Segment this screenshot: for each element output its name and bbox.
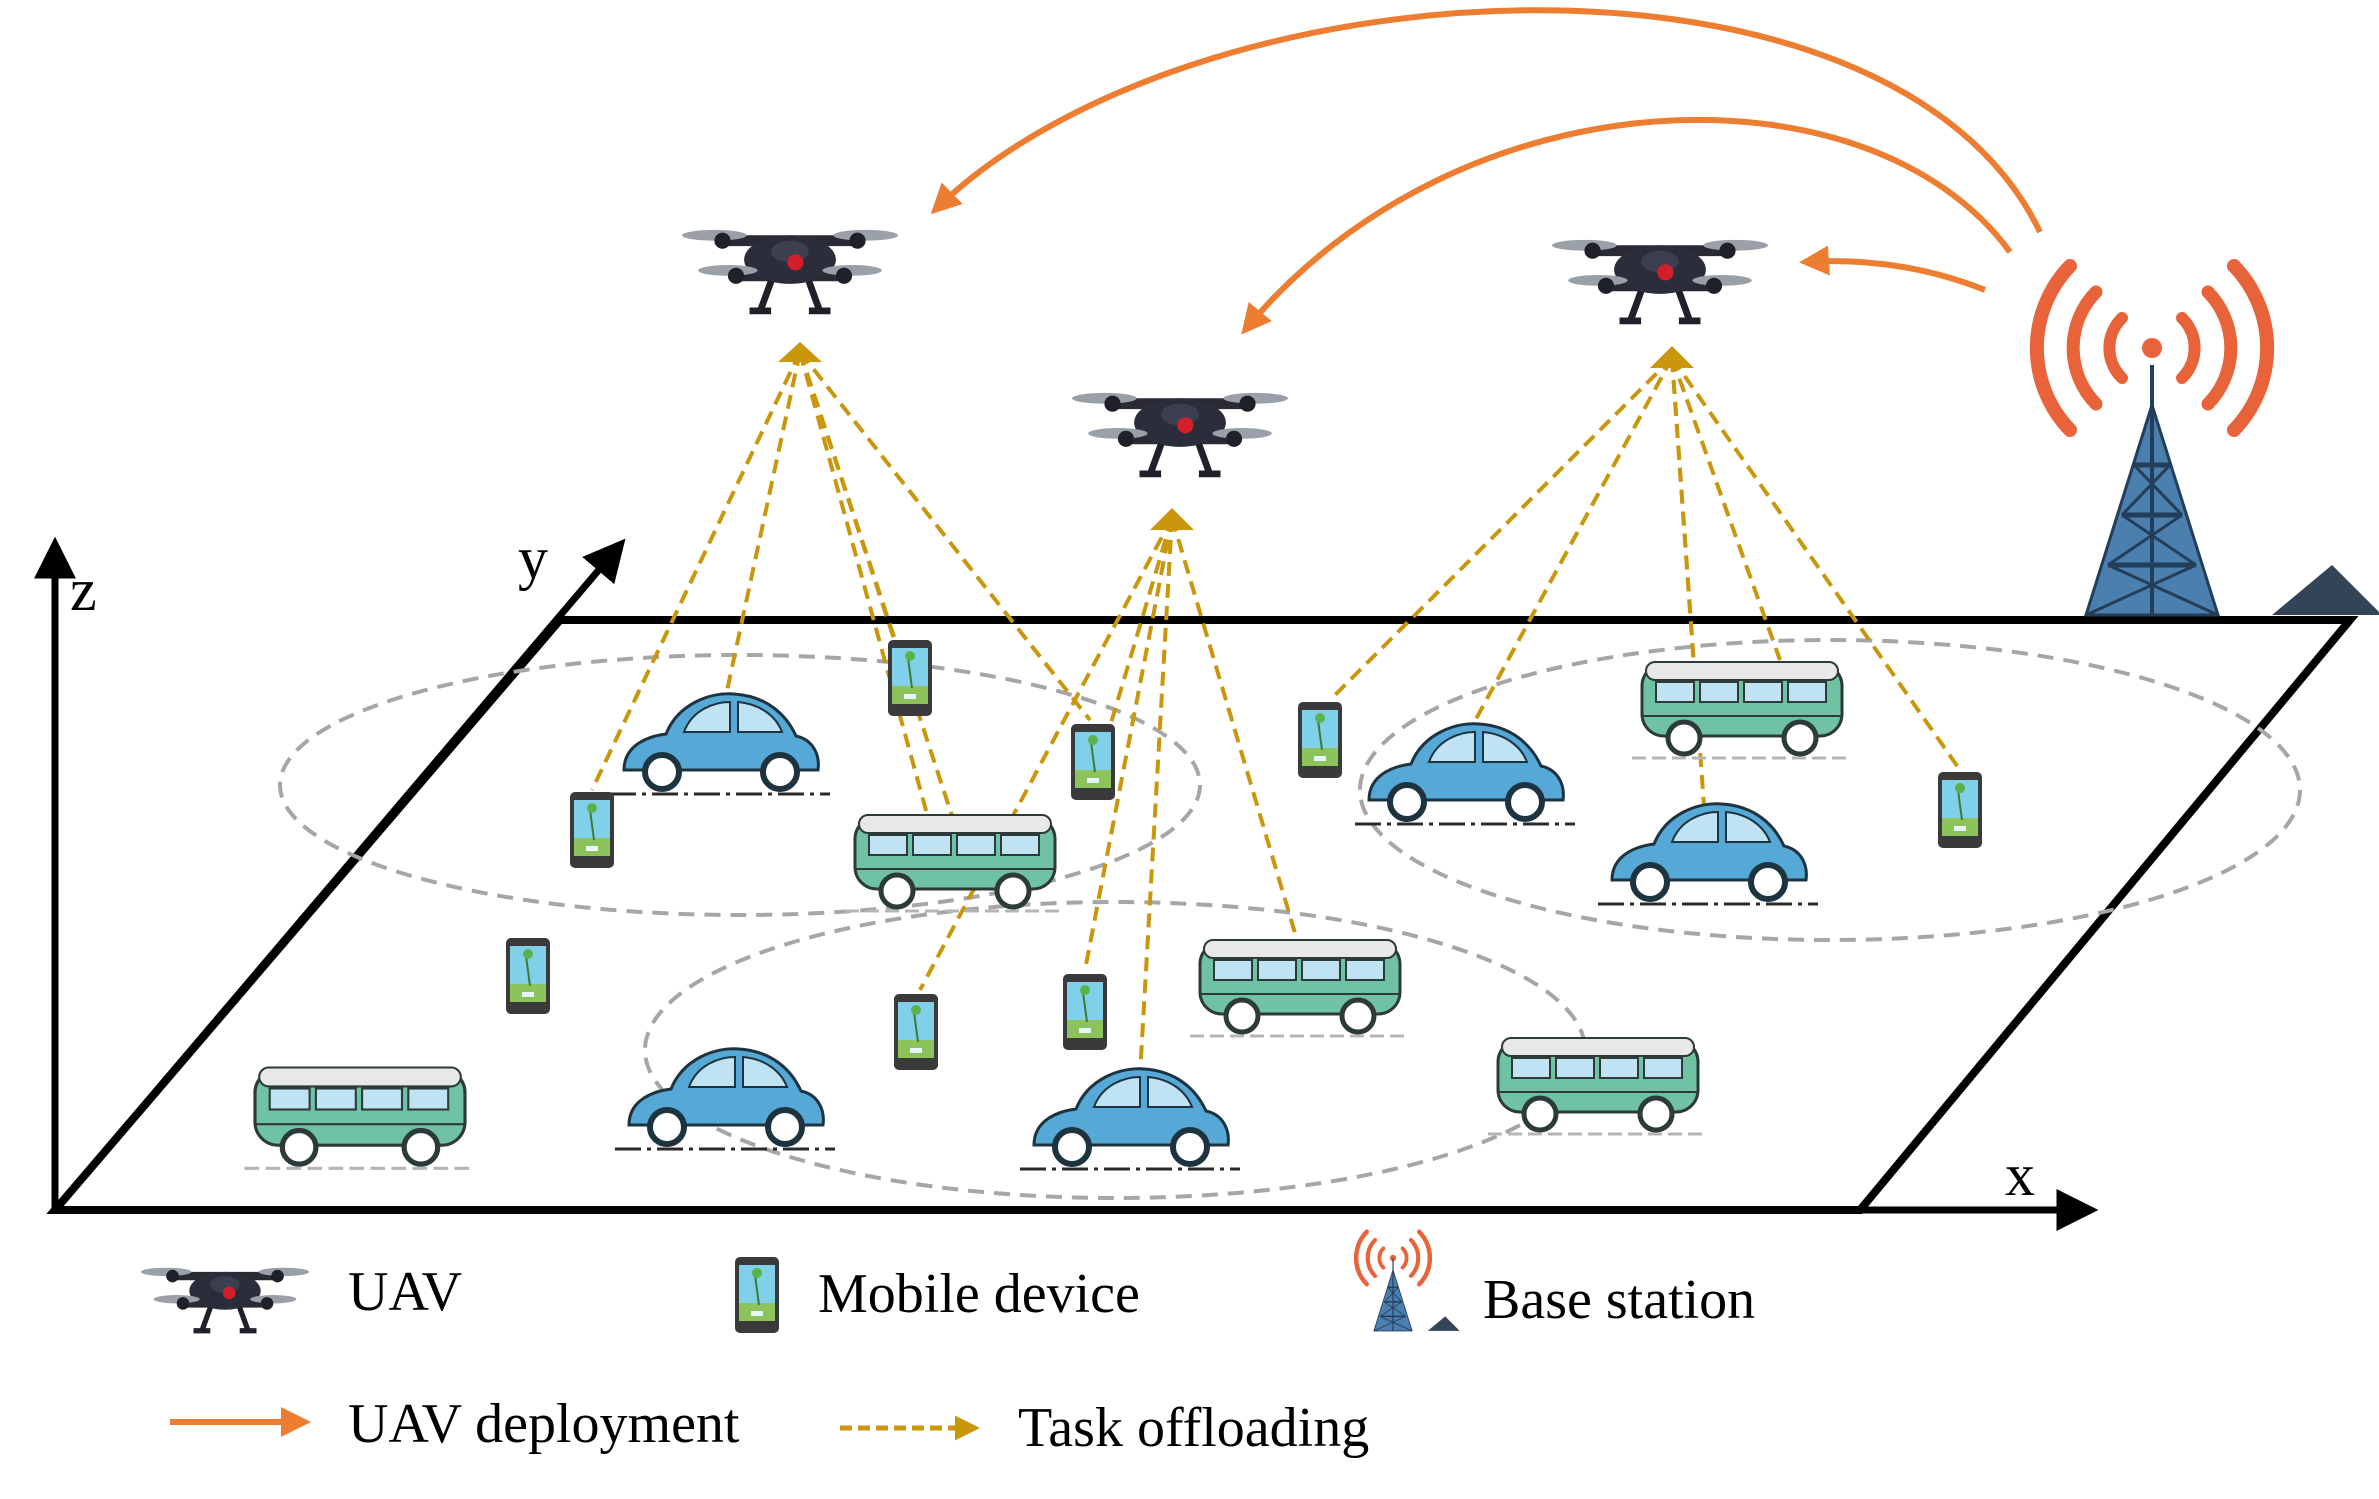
tower-icon [2086,365,2379,615]
base-station [2037,266,2379,615]
axis-label-y: y [518,525,548,591]
vehicles [245,662,1853,1169]
coverage-ellipse-right [1358,638,2302,942]
car-icon [1598,804,1818,904]
axis-label-z: z [70,557,97,623]
legend-label-uav: UAV [348,1261,462,1323]
legend-label-uav-deployment: UAV deployment [348,1393,740,1455]
car-icon [1020,1069,1240,1169]
uav-icon [1552,240,1768,321]
legend: UAV Mobile device Base station UAV deplo… [141,1232,1755,1459]
offloading-arrowheads [778,342,1694,530]
mobile-device-icon [1297,701,1343,779]
coverage-ellipse-middle [643,900,1587,1200]
axes: z y x [34,525,2099,1231]
task-offloading-links [590,350,1962,1076]
van-icon [245,1068,476,1169]
coverage-ellipse-left [278,653,1202,917]
mobile-device-icon [1070,723,1116,801]
mobile-device-icon [893,993,939,1071]
uavs [682,230,1768,474]
van-icon [1632,662,1852,758]
legend-label-task-offloading: Task offloading [1018,1397,1369,1459]
legend-uav-icon [141,1268,309,1331]
mobile-device-icon [505,937,551,1015]
legend-label-base-station: Base station [1483,1269,1755,1331]
axis-label-x: x [2005,1142,2035,1208]
mobile-device-icon [569,791,615,869]
deployment-arrow-to-uav-middle [1241,117,2013,335]
mobile-device-icon [1937,771,1983,849]
legend-mobile-device-icon [734,1256,780,1334]
car-icon [610,694,830,794]
mobile-device-icon [1062,973,1108,1051]
uav-icon [682,230,898,311]
legend-label-mobile-device: Mobile device [818,1263,1140,1325]
van-icon [845,815,1065,911]
van-icon [1190,940,1410,1036]
deployment-arrow-to-uav-right [1799,245,1987,293]
uav-icon [1072,393,1288,474]
deployment-arrow-to-uav-left [930,7,2043,234]
uav-deployment-arrows [930,7,2043,335]
van-icon [1488,1038,1708,1134]
mobile-device-icon [887,639,933,717]
